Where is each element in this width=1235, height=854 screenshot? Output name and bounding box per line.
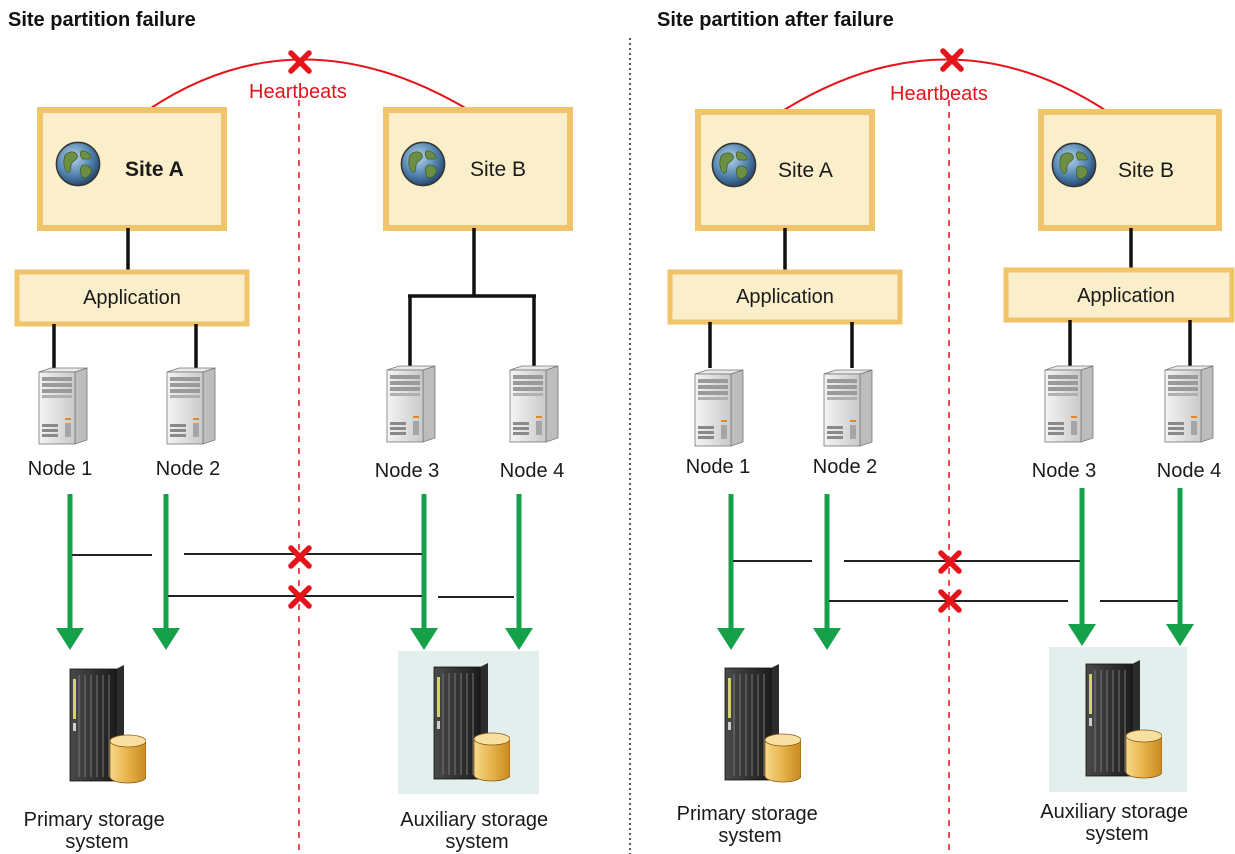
heartbeats-label: Heartbeats: [249, 81, 347, 103]
site-a-label: Site A: [778, 159, 833, 182]
primary-storage-icon: [69, 665, 146, 784]
node-3-server-icon: [1044, 365, 1094, 443]
site-b-label: Site B: [1118, 159, 1174, 182]
replication-broken-x-icon: [291, 548, 309, 566]
application-box: Application: [14, 269, 250, 327]
node-1-server-icon: [38, 367, 88, 445]
panel-title: Site partition after failure: [657, 9, 894, 31]
site-a-box: Site A: [695, 109, 875, 231]
auxiliary-storage-label: Auxiliary storage system: [1040, 801, 1193, 845]
auxiliary-storage-label: Auxiliary storage system: [400, 809, 553, 853]
application-label: Application: [83, 287, 181, 309]
site-b-label: Site B: [470, 158, 526, 181]
heartbeat-broken-x-icon: [291, 53, 309, 71]
panel-title: Site partition failure: [8, 9, 196, 31]
site-a-box: Site A: [37, 107, 227, 231]
globe-icon: [711, 142, 757, 188]
io-arrows: [56, 494, 533, 650]
node-1-label: Node 1: [686, 456, 751, 478]
application-label: Application: [736, 286, 834, 308]
node-3-label: Node 3: [1032, 460, 1097, 482]
primary-storage-label: Primary storage system: [677, 803, 824, 847]
node-2-server-icon: [166, 367, 216, 445]
globe-icon: [55, 141, 101, 187]
io-arrows: [717, 488, 1194, 650]
globe-icon: [1051, 142, 1097, 188]
application-a-box: Application: [667, 269, 903, 325]
panel-site-partition-after-failure: Site partition after failure Heartbeats …: [657, 9, 1235, 854]
site-b-box: Site B: [1038, 109, 1222, 231]
node-3-server-icon: [386, 365, 436, 443]
node-2-label: Node 2: [813, 456, 878, 478]
node-2-server-icon: [823, 369, 873, 447]
site-b-box: Site B: [383, 107, 573, 231]
node-2-label: Node 2: [156, 458, 221, 480]
primary-storage-icon: [724, 664, 801, 783]
node-3-label: Node 3: [375, 460, 440, 482]
node-4-label: Node 4: [1157, 460, 1222, 482]
application-label: Application: [1077, 285, 1175, 307]
globe-icon: [400, 141, 446, 187]
site-a-label: Site A: [125, 158, 184, 181]
node-4-label: Node 4: [500, 460, 565, 482]
primary-storage-label: Primary storage system: [24, 809, 171, 853]
heartbeats-label: Heartbeats: [890, 83, 988, 105]
node-1-label: Node 1: [28, 458, 93, 480]
node-4-server-icon: [1164, 365, 1214, 443]
node-1-server-icon: [694, 369, 744, 447]
application-b-box: Application: [1003, 267, 1235, 323]
panel-site-partition-failure: Site partition failure Heartbeats Site A…: [8, 9, 573, 854]
node-4-server-icon: [509, 365, 559, 443]
